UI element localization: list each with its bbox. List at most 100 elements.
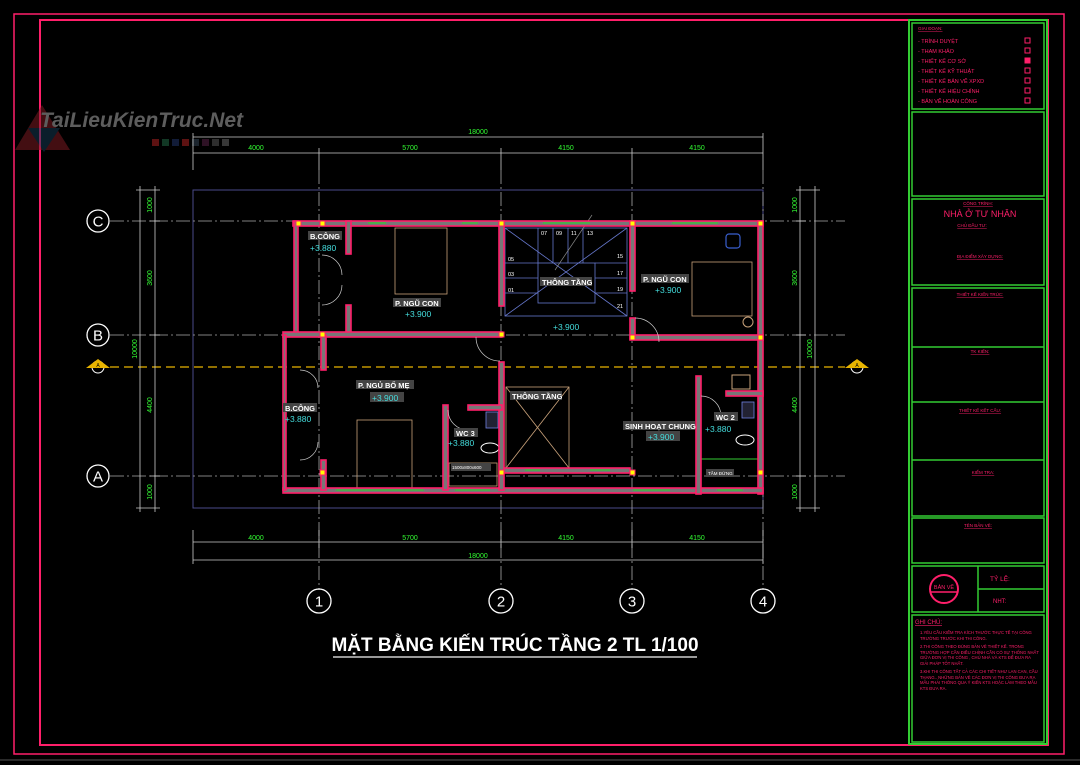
bathtub-label: 1500x800x600 <box>452 465 482 470</box>
svg-text:A: A <box>855 363 859 369</box>
room-name: P. NGỦ BỐ MẸ <box>358 380 410 390</box>
room-level: +3.900 <box>405 309 432 319</box>
project-header: CÔNG TRÌNH: <box>963 200 993 206</box>
svg-text:03: 03 <box>508 272 514 278</box>
svg-text:19: 19 <box>617 287 623 293</box>
svg-text:15: 15 <box>617 254 623 260</box>
grid-bubble-c: C <box>86 209 110 233</box>
svg-text:01: 01 <box>508 288 514 294</box>
struct-design-header: THIẾT KẾ KẾT CẤU: <box>959 407 1001 413</box>
drawing-stamp-label: BẢN VẼ <box>934 584 955 591</box>
room-level: +3.900 <box>553 322 580 332</box>
svg-text:C: C <box>93 214 104 231</box>
svg-text:13: 13 <box>587 231 593 237</box>
dim-right-2: 3600 <box>792 270 799 286</box>
scale-label: TỶ LỆ: <box>990 574 1010 583</box>
shower-label: TẮM ĐỨNG <box>708 469 733 476</box>
dim-right-1: 1000 <box>792 197 799 213</box>
note-3: 3.KHI THI CÔNG TẤT CẢ CÁC CHI TIẾT NHƯ L… <box>920 669 1038 691</box>
svg-text:- BẢN VẼ HOÀN CÔNG: - BẢN VẼ HOÀN CÔNG <box>918 98 977 105</box>
svg-text:- THIẾT KẾ KỸ THUẬT: - THIẾT KẾ KỸ THUẬT <box>918 68 975 75</box>
date-label: NHT: <box>993 599 1007 605</box>
room-name: P. NGŨ CON <box>395 299 439 308</box>
room-name: P. NGŨ CON <box>643 275 687 284</box>
note-1: 1.YÊU CẦU KIỂM TRA KÍCH THƯỚC THỰC TẾ TẠ… <box>920 630 1032 641</box>
grid-bubble-a: A <box>86 464 110 488</box>
dim-bottom-3: 4150 <box>558 535 574 542</box>
void-lower <box>505 386 570 469</box>
stage-header: GIAI ĐOẠN: <box>918 26 943 31</box>
dim-right-3: 4400 <box>792 397 799 413</box>
location-header: ĐỊA ĐIỂM XÂY DỰNG: <box>957 253 1003 259</box>
dim-bottom-1: 4000 <box>248 535 264 542</box>
dim-right-4: 1000 <box>792 484 799 500</box>
room-name: SINH HOẠT CHUNG <box>625 422 696 431</box>
svg-text:1: 1 <box>315 594 323 611</box>
svg-text:07: 07 <box>541 231 547 237</box>
design-header: TK KIẾN: <box>971 348 990 354</box>
room-name: B.CÔNG <box>285 404 315 413</box>
note-2: 2.THI CÔNG THEO ĐÚNG BẢN VẼ THIẾT KẾ. TR… <box>920 644 1039 666</box>
svg-text:05: 05 <box>508 257 514 263</box>
columns <box>295 220 764 476</box>
dim-bottom-overall: 18000 <box>468 553 488 560</box>
svg-text:- THIẾT KẾ CƠ SỞ: - THIẾT KẾ CƠ SỞ <box>918 58 966 65</box>
dim-bottom-2: 5700 <box>402 535 418 542</box>
room-labels: B.CÔNG +3.880 P. NGŨ CON +3.900 THÔNG TẦ… <box>283 231 738 477</box>
dim-top-overall: 18000 <box>468 129 488 136</box>
room-name: THÔNG TẦNG <box>512 391 563 401</box>
room-level: +3.900 <box>655 285 682 295</box>
svg-text:4: 4 <box>759 594 767 611</box>
dim-left-4: 1000 <box>147 484 154 500</box>
dim-top-4: 4150 <box>689 145 705 152</box>
watermark-text: TaiLieuKienTruc.Net <box>40 109 244 132</box>
grid-bubble-b: B <box>86 323 110 347</box>
grid-bubble-2: 2 <box>488 588 514 614</box>
grid-bubble-1: 1 <box>306 588 332 614</box>
notes-header: GHI CHÚ: <box>915 619 942 626</box>
svg-text:- TRÌNH DUYỆT: - TRÌNH DUYỆT <box>918 37 959 45</box>
project-name: NHÀ Ở TƯ NHÂN <box>944 208 1017 219</box>
title-block: GIAI ĐOẠN: - TRÌNH DUYỆT - THAM KHẢO - T… <box>908 19 1048 745</box>
svg-text:- THIẾT KẾ HIỆU CHỈNH: - THIẾT KẾ HIỆU CHỈNH <box>918 87 980 95</box>
dim-left-1: 1000 <box>147 197 154 213</box>
room-level: +3.900 <box>648 432 675 442</box>
owner-header: CHỦ ĐẦU TƯ: <box>957 222 987 228</box>
room-level: +3.880 <box>448 438 475 448</box>
walls <box>282 220 764 495</box>
svg-text:21: 21 <box>617 304 623 310</box>
room-level: +3.880 <box>310 243 337 253</box>
room-level: +3.900 <box>372 393 399 403</box>
svg-text:A: A <box>96 363 100 369</box>
windows <box>336 222 743 491</box>
dimension-lines <box>136 133 820 564</box>
svg-text:A: A <box>93 469 103 486</box>
dimension-texts: 18000 4000 5700 4150 4150 4000 5700 4150… <box>132 129 814 560</box>
svg-text:- THIẾT KẾ BẢN VẼ XPXD: - THIẾT KẾ BẢN VẼ XPXD <box>918 78 984 85</box>
room-name: WC 3 <box>456 429 475 438</box>
dim-left-overall: 10000 <box>132 339 139 359</box>
dim-top-2: 5700 <box>402 145 418 152</box>
grid-bubbles: C B A 1 2 3 4 <box>86 209 776 614</box>
drawing-name-header: TÊN BẢN VẼ: <box>964 521 992 528</box>
arch-design-header: THIẾT KẾ KIẾN TRÚC: <box>957 291 1004 297</box>
section-marker-left: A <box>86 359 110 374</box>
dim-left-3: 4400 <box>147 397 154 413</box>
section-marker-right: A <box>845 359 869 374</box>
outer-frame <box>13 13 1065 755</box>
grid-bubble-3: 3 <box>619 588 645 614</box>
dim-bottom-4: 4150 <box>689 535 705 542</box>
watermark-logo: TaiLieuKienTruc.Net <box>15 105 244 152</box>
stage-list: - TRÌNH DUYỆT - THAM KHẢO - THIẾT KẾ CƠ … <box>918 37 1031 105</box>
dim-left-2: 3600 <box>147 270 154 286</box>
room-name: B.CÔNG <box>310 232 340 241</box>
room-name: WC 2 <box>716 413 735 422</box>
svg-text:09: 09 <box>556 231 562 237</box>
grid-bubble-4: 4 <box>750 588 776 614</box>
drawing-title: MẶT BẰNG KIẾN TRÚC TẦNG 2 TL 1/100 <box>331 634 698 656</box>
grid-lines <box>110 170 845 590</box>
slab-outline <box>192 189 764 509</box>
svg-text:17: 17 <box>617 271 623 277</box>
